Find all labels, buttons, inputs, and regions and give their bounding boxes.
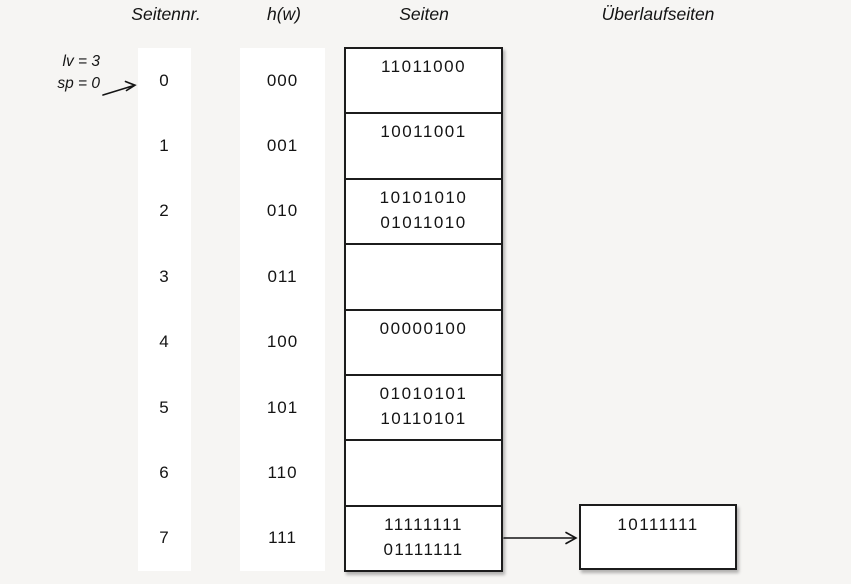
hash-value: 110 (267, 462, 298, 482)
bucket-entry: 01010101 (379, 383, 468, 403)
page-number: 7 (159, 528, 170, 548)
state-annotation: lv = 3 sp = 0 (24, 51, 100, 95)
bucket-entry: 00000100 (379, 318, 468, 338)
page-bucket-4: 00000100 (346, 308, 501, 374)
split-pointer-arrow-icon (102, 80, 137, 96)
page-number: 0 (159, 70, 170, 90)
hash-value: 111 (268, 528, 297, 548)
hash-value: 010 (266, 201, 299, 221)
hash-value: 100 (266, 332, 299, 352)
page-number: 1 (159, 136, 170, 156)
page-bucket-0: 11011000 (346, 49, 501, 112)
column-header-hw: h(w) (266, 4, 302, 24)
page-number: 6 (159, 462, 170, 482)
bucket-entry: 11111111 (384, 514, 463, 534)
bucket-entry: 10110101 (380, 408, 467, 428)
bucket-entry: 11011000 (380, 57, 467, 76)
page-bucket-5: 01010101 10110101 (346, 373, 501, 439)
page-number: 5 (159, 397, 170, 417)
hash-value-strip: 000 001 010 011 100 101 110 111 (240, 48, 325, 571)
page-number-strip: 0 1 2 3 4 5 6 7 (138, 48, 191, 571)
page-bucket-2: 10101010 01011010 (346, 177, 501, 243)
page-bucket-7: 11111111 01111111 (346, 504, 501, 570)
bucket-entry: 01011010 (380, 212, 467, 232)
overflow-arrow-icon (503, 531, 578, 545)
page-bucket-6 (346, 439, 501, 504)
bucket-entry: 10101010 (379, 187, 468, 207)
column-header-seiten: Seiten (399, 4, 449, 24)
page-bucket-1: 10011001 (346, 112, 501, 177)
page-number: 3 (159, 266, 170, 286)
pages-column: 11011000 10011001 10101010 01011010 0000… (344, 47, 503, 572)
overflow-page-box: 10111111 (579, 504, 737, 570)
hash-value: 011 (267, 266, 298, 286)
page-bucket-3 (346, 243, 501, 308)
overflow-entry: 10111111 (617, 515, 699, 534)
hash-value: 001 (266, 136, 299, 156)
column-header-ueberlaufseiten: Überlaufseiten (601, 4, 715, 24)
page-number: 2 (159, 201, 170, 221)
page-number: 4 (159, 332, 170, 352)
bucket-entry: 10011001 (380, 122, 467, 142)
hash-value: 000 (266, 70, 299, 90)
split-pointer-value: sp = 0 (57, 75, 100, 92)
bucket-entry: 01111111 (383, 539, 464, 559)
level-value: lv = 3 (62, 53, 100, 70)
column-header-seitennr: Seitennr. (131, 4, 201, 24)
hash-value: 101 (266, 397, 299, 417)
